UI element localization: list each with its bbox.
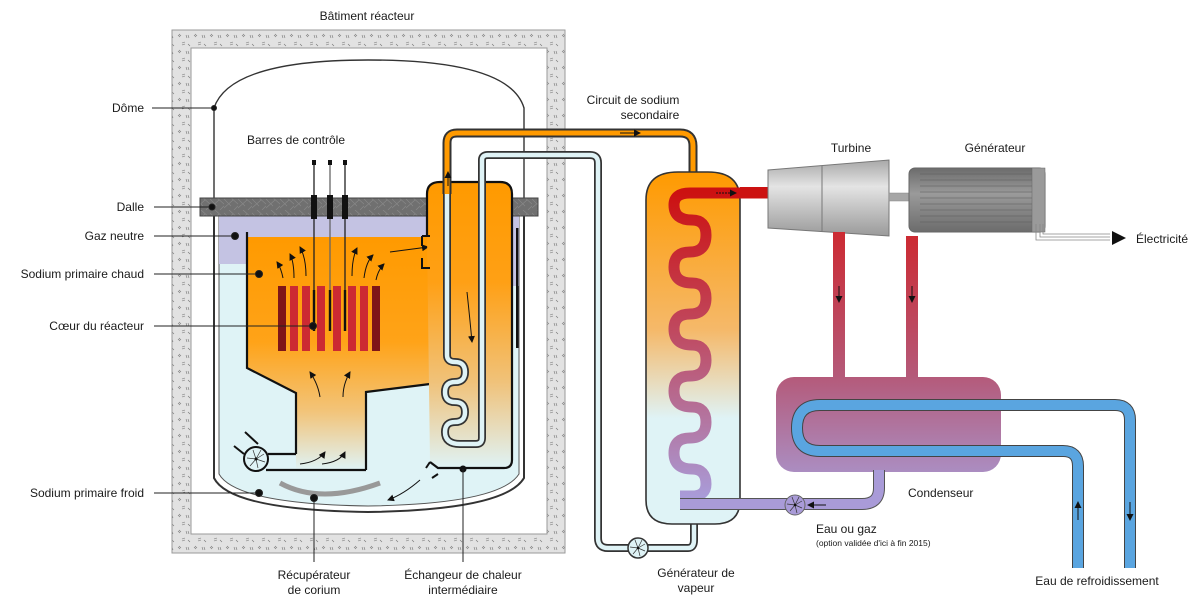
label-core-catcher-line2: de corium — [287, 583, 341, 597]
fuel-rod — [317, 286, 325, 351]
label-steam-generator: Générateur de vapeur — [657, 566, 734, 596]
control-rod-head — [343, 160, 347, 165]
fuel-rod — [333, 286, 341, 351]
label-secondary-circuit: Circuit de sodium secondaire — [587, 93, 680, 123]
label-ihx-line1: Échangeur de chaleur — [404, 568, 522, 582]
feedwater-pump — [784, 494, 806, 516]
label-ihx-line2: intermédiaire — [428, 583, 498, 597]
dome — [213, 59, 525, 204]
label-core-catcher-line1: Récupérateur — [277, 568, 351, 582]
fuel-rod — [372, 286, 380, 351]
label-neutral-gas: Gaz neutre — [84, 229, 144, 243]
label-hot-primary-sodium: Sodium primaire chaud — [20, 267, 144, 281]
label-reactor-core: Cœur du réacteur — [49, 319, 144, 333]
callout-lines — [152, 105, 464, 562]
label-secondary-circuit-line2: secondaire — [620, 108, 680, 122]
inner-vessel-wall — [245, 232, 431, 470]
turbine-exhaust-leg — [833, 232, 845, 378]
condenser — [680, 377, 1136, 568]
label-secondary-circuit-line1: Circuit de sodium — [586, 93, 680, 107]
power-output-wires — [1035, 224, 1110, 241]
generator — [908, 167, 1126, 245]
label-control-rods: Barres de contrôle — [246, 133, 346, 147]
condenser-body — [776, 377, 1001, 472]
fuel-rod — [302, 286, 310, 351]
label-condenser: Condenseur — [908, 486, 974, 500]
secondary-cold-leg — [594, 520, 698, 559]
label-cold-primary-sodium: Sodium primaire froid — [29, 486, 144, 500]
label-core-catcher: Récupérateur de corium — [278, 568, 351, 598]
steam-generator — [645, 171, 770, 525]
fuel-rod — [348, 286, 356, 351]
ihx-shell — [425, 180, 514, 470]
control-rod-head — [328, 160, 332, 165]
secondary-pump — [627, 537, 649, 559]
label-ihx: Échangeur de chaleur intermédiaire — [404, 568, 521, 598]
control-rod-seal — [311, 195, 317, 219]
fuel-rod — [360, 286, 368, 351]
label-turbine: Turbine — [830, 141, 872, 155]
label-water-or-gas: Eau ou gaz — [816, 522, 877, 536]
generator-body — [908, 167, 1046, 233]
turbine-body — [767, 159, 890, 237]
fuel-rod — [278, 286, 286, 351]
primary-pump — [233, 431, 296, 472]
control-rod-seal — [327, 195, 333, 219]
steam-generator-coil — [668, 187, 770, 502]
reactor-core — [278, 286, 380, 351]
label-electricity: Électricité — [1136, 232, 1189, 246]
turbine — [767, 159, 910, 237]
label-generator: Générateur — [964, 141, 1026, 155]
label-steam-generator-line1: Générateur de — [657, 566, 735, 580]
label-building: Bâtiment réacteur — [319, 9, 415, 23]
control-rod-head — [312, 160, 316, 165]
label-steam-generator-line2: vapeur — [677, 581, 715, 595]
turbine-exhaust-leg — [906, 236, 918, 378]
label-slab: Dalle — [116, 200, 144, 214]
intermediate-heat-exchanger — [421, 180, 519, 479]
turbine-shaft — [888, 192, 910, 202]
secondary-hot-leg — [440, 128, 698, 538]
label-dome: Dôme — [111, 101, 144, 115]
ihx-flow-arrow — [466, 291, 475, 343]
fuel-rod — [290, 286, 298, 351]
control-rod-seal — [342, 195, 348, 219]
hot-pool-flow-arrows — [276, 244, 429, 502]
label-cooling-water: Eau de refroidissement — [1035, 574, 1159, 588]
core-catcher — [278, 480, 381, 497]
label-water-or-gas-note: (option validée d'ici à fin 2015) — [816, 538, 931, 548]
steam-line — [740, 187, 770, 198]
